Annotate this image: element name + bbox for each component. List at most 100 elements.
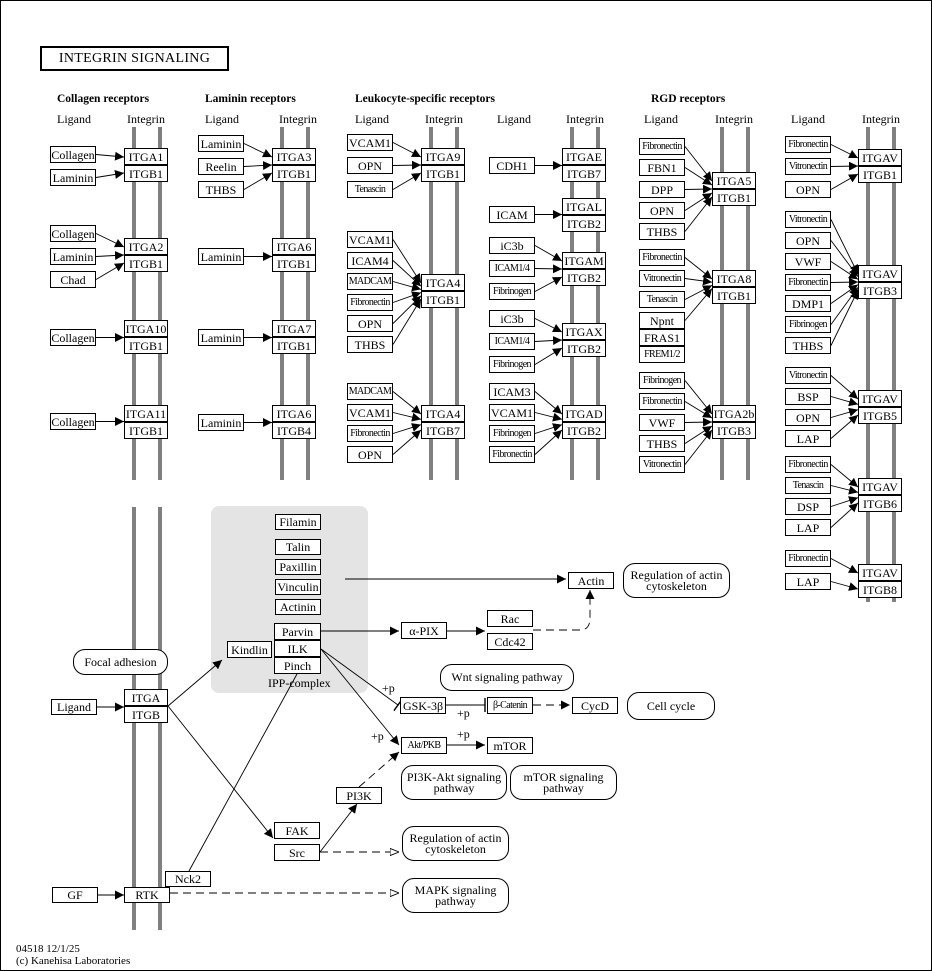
mtor-box[interactable]: mTOR: [487, 737, 533, 754]
ligand-box[interactable]: VWF: [639, 414, 685, 431]
ligand-box[interactable]: Fibronectin: [785, 456, 831, 473]
cycd-box[interactable]: CycD: [572, 697, 618, 714]
ligand-box[interactable]: Tenascin: [347, 181, 393, 198]
ligand-box[interactable]: Vitronectin: [785, 367, 831, 384]
ligand-box[interactable]: MADCAM: [347, 273, 393, 290]
rac-box[interactable]: Rac: [487, 610, 533, 627]
ligand-box[interactable]: THBS: [785, 337, 831, 354]
integrin-alpha-box[interactable]: ITGA9: [421, 148, 465, 165]
integrin-beta-box[interactable]: ITGB1: [272, 165, 316, 182]
nck2-box[interactable]: Nck2: [165, 871, 211, 887]
actinin-box[interactable]: Actinin: [275, 599, 321, 615]
ligand-box[interactable]: OPN: [785, 232, 831, 249]
ligand-box[interactable]: Chad: [50, 271, 96, 288]
ligand-box[interactable]: Vitronectin: [639, 456, 685, 473]
ligand-box[interactable]: Vitronectin: [785, 158, 831, 175]
ligand-box[interactable]: BSP: [785, 388, 831, 405]
filamin-box[interactable]: Filamin: [275, 514, 321, 530]
ligand-box[interactable]: Fibronectin: [639, 138, 685, 155]
integrin-beta-box[interactable]: ITGB1: [272, 337, 316, 354]
ligand-box[interactable]: Collagen: [50, 146, 96, 163]
integrin-beta-box[interactable]: ITGB1: [124, 422, 168, 439]
ligand-box[interactable]: VCAM1: [347, 404, 393, 421]
ligand-box[interactable]: LAP: [785, 573, 831, 590]
ligand-box[interactable]: Fibrinogen: [639, 372, 685, 389]
ligand-box[interactable]: Laminin: [50, 169, 96, 186]
integrin-alpha-box[interactable]: ITGAL: [562, 198, 606, 215]
gf-box[interactable]: GF: [52, 887, 98, 903]
integrin-beta-box[interactable]: ITGB7: [421, 422, 465, 439]
ligand-box[interactable]: OPN: [785, 181, 831, 198]
integrin-beta-box[interactable]: ITGB2: [562, 422, 606, 439]
ligand-box[interactable]: Npnt: [639, 312, 685, 329]
integrin-beta-box[interactable]: ITGB2: [562, 215, 606, 232]
ligand-box[interactable]: VCAM1: [347, 134, 393, 151]
ligand-box[interactable]: MADCAM: [347, 383, 393, 400]
integrin-alpha-box[interactable]: ITGAV: [858, 149, 902, 166]
integrin-beta-box[interactable]: ITGB4: [272, 422, 316, 439]
ligand-box[interactable]: Fibronectin: [639, 249, 685, 266]
integrin-beta-box[interactable]: ITGB1: [421, 291, 465, 308]
integrin-beta-box[interactable]: ITGB1: [858, 166, 902, 183]
ligand-box[interactable]: ICAM: [489, 206, 535, 223]
ligand-box[interactable]: ICAM3: [489, 383, 535, 400]
integrin-alpha-box[interactable]: ITGA10: [124, 320, 168, 337]
ligand-box[interactable]: Fibronectin: [347, 294, 393, 311]
pathway-link-mtor[interactable]: mTOR signaling pathway: [510, 765, 617, 800]
alpha-pix-box[interactable]: α-PIX: [401, 622, 447, 639]
integrin-alpha-box[interactable]: ITGA4: [421, 274, 465, 291]
paxillin-box[interactable]: Paxillin: [275, 559, 321, 575]
pinch-box[interactable]: Pinch: [274, 657, 321, 674]
ligand-box[interactable]: OPN: [639, 202, 685, 219]
integrin-beta-box[interactable]: ITGB5: [858, 407, 902, 424]
ligand-box[interactable]: LAP: [785, 519, 831, 536]
integrin-beta-box[interactable]: ITGB6: [858, 495, 902, 512]
ligand-box[interactable]: Fibronectin: [785, 550, 831, 567]
ligand-box[interactable]: CDH1: [489, 157, 535, 174]
ligand-box[interactable]: VWF: [785, 253, 831, 270]
pathway-link-cell-cycle[interactable]: Cell cycle: [627, 692, 715, 720]
integrin-beta-box[interactable]: ITGB2: [562, 269, 606, 286]
integrin-alpha-box[interactable]: ITGAV: [858, 564, 902, 581]
integrin-alpha-box[interactable]: ITGAV: [858, 265, 902, 282]
akt-pkb-box[interactable]: Akt/PKB: [401, 737, 447, 754]
integrin-alpha-box[interactable]: ITGAD: [562, 405, 606, 422]
ligand-box[interactable]: iC3b: [489, 310, 535, 327]
ligand-box[interactable]: Fibronectin: [785, 274, 831, 291]
integrin-alpha-box[interactable]: ITGA4: [421, 405, 465, 422]
ligand-box[interactable]: FBN1: [639, 159, 685, 176]
ligand-box[interactable]: OPN: [347, 446, 393, 463]
ligand-box[interactable]: Tenascin: [785, 477, 831, 494]
integrin-alpha-box[interactable]: ITGA2: [124, 238, 168, 255]
rtk-box[interactable]: RTK: [124, 887, 170, 903]
pathway-link-wnt[interactable]: Wnt signaling pathway: [440, 664, 574, 691]
ligand-box[interactable]: Collagen: [50, 225, 96, 242]
integrin-beta-box[interactable]: ITGB2: [562, 340, 606, 357]
ligand-box[interactable]: Collagen: [50, 413, 96, 430]
ligand-box[interactable]: THBS: [347, 336, 393, 353]
talin-box[interactable]: Talin: [275, 539, 321, 555]
itgb-box[interactable]: ITGB: [124, 706, 168, 723]
ligand-box[interactable]: Fibronectin: [785, 136, 831, 153]
pathway-link-pi3k-akt[interactable]: PI3K-Akt signaling pathway: [401, 765, 507, 800]
parvin-box[interactable]: Parvin: [274, 623, 321, 640]
ligand-box[interactable]: LAP: [785, 430, 831, 447]
integrin-beta-box[interactable]: ITGB1: [124, 165, 168, 182]
pathway-link-mapk[interactable]: MAPK signaling pathway: [402, 878, 509, 913]
ligand-box[interactable]: Vitronectin: [785, 211, 831, 228]
vinculin-box[interactable]: Vinculin: [275, 579, 321, 595]
integrin-alpha-box[interactable]: ITGAE: [562, 148, 606, 165]
integrin-alpha-box[interactable]: ITGAV: [858, 390, 902, 407]
integrin-alpha-box[interactable]: ITGA8: [712, 270, 756, 287]
fak-box[interactable]: FAK: [274, 822, 320, 839]
pathway-link-regulation-actin[interactable]: Regulation of actin cytoskeleton: [623, 563, 730, 598]
integrin-alpha-box[interactable]: ITGAX: [562, 323, 606, 340]
integrin-alpha-box[interactable]: ITGA6: [272, 238, 316, 255]
ligand-box[interactable]: THBS: [639, 223, 685, 240]
ligand-box[interactable]: FREM1/2: [639, 346, 685, 363]
ligand-box[interactable]: Fibronectin: [489, 446, 535, 463]
integrin-alpha-box[interactable]: ITGAM: [562, 252, 606, 269]
integrin-beta-box[interactable]: ITGB1: [712, 189, 756, 206]
ligand-box[interactable]: Collagen: [50, 329, 96, 346]
ligand-box[interactable]: OPN: [785, 409, 831, 426]
